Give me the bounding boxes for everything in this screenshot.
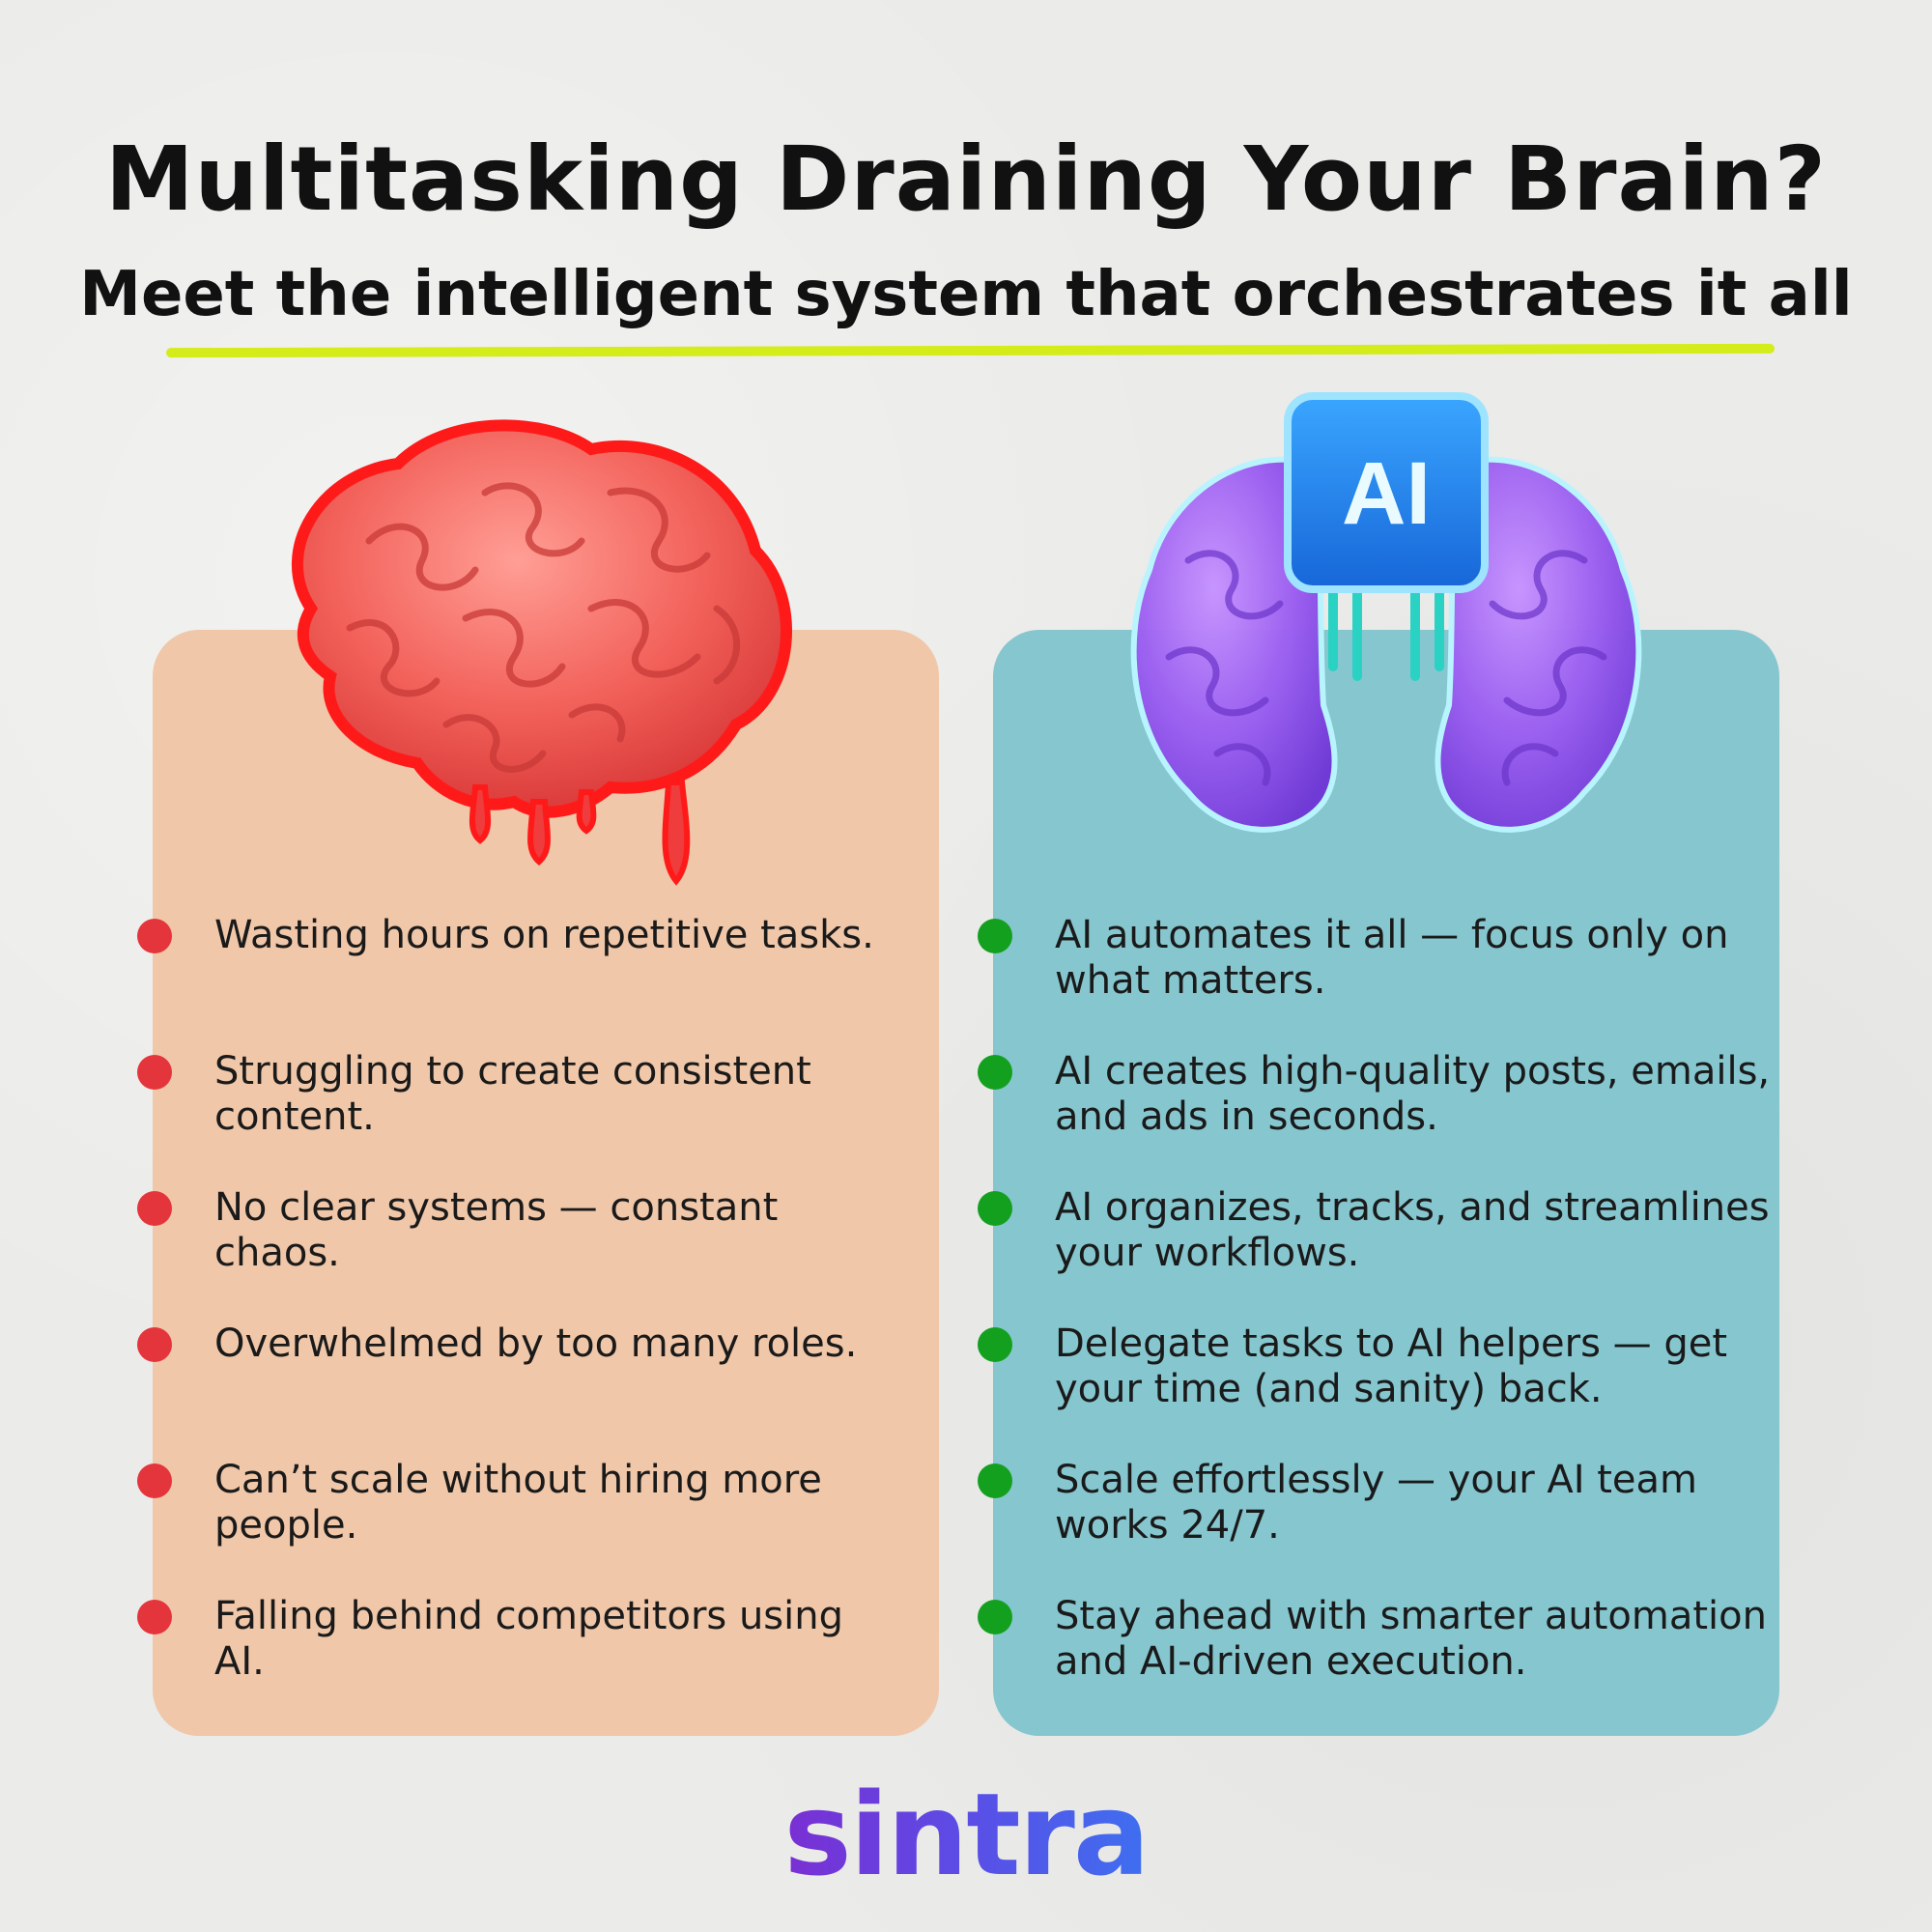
bullet-dot [978,1463,1012,1498]
bullet-dot [978,1600,1012,1634]
list-item: Struggling to create consistent content. [137,1049,891,1140]
list-item-text: No clear systems — constant chaos. [214,1185,779,1275]
bullet-dot [137,1600,172,1634]
list-item: Delegate tasks to AI helpers — get your … [978,1321,1779,1412]
list-item-text: Stay ahead with smarter automation and A… [1055,1594,1767,1684]
list-item: No clear systems — constant chaos. [137,1185,891,1276]
list-item-text: Scale effortlessly — your AI team works … [1055,1458,1698,1548]
page-subtitle: Meet the intelligent system that orchest… [79,259,1853,330]
list-item-text: Delegate tasks to AI helpers — get your … [1055,1321,1728,1411]
melting-brain-icon [291,419,793,886]
page-title: Multitasking Draining Your Brain? [104,128,1828,231]
list-item-text: Can’t scale without hiring more people. [214,1458,822,1548]
bullet-dot [137,919,172,953]
bullet-dot [978,1191,1012,1226]
list-item-text: Wasting hours on repetitive tasks. [214,913,874,957]
list-item: Can’t scale without hiring more people. [137,1458,891,1548]
ai-chip-label: AI [1342,444,1431,543]
list-item: Wasting hours on repetitive tasks. [137,913,891,958]
bullet-dot [978,1327,1012,1362]
brand-logo-text: sintra [783,1768,1151,1901]
list-item: Stay ahead with smarter automation and A… [978,1594,1779,1685]
list-item: AI automates it all — focus only on what… [978,913,1779,1004]
list-item-text: Overwhelmed by too many roles. [214,1321,858,1366]
bullet-dot [137,1327,172,1362]
list-item-text: AI organizes, tracks, and streamlines yo… [1055,1185,1770,1275]
list-item: Overwhelmed by too many roles. [137,1321,891,1367]
bullet-dot [137,1191,172,1226]
brand-logo: sintra [0,1768,1932,1901]
list-item: Scale effortlessly — your AI team works … [978,1458,1779,1548]
bullet-dot [137,1055,172,1090]
ai-brain-icon: AI [1130,392,1642,833]
list-item-text: Falling behind competitors using AI. [214,1594,843,1684]
list-item-text: Struggling to create consistent content. [214,1049,811,1139]
solutions-panel [993,630,1779,1736]
list-item: AI creates high-quality posts, emails, a… [978,1049,1779,1140]
list-item: Falling behind competitors using AI. [137,1594,891,1685]
bullet-dot [137,1463,172,1498]
list-item-text: AI automates it all — focus only on what… [1055,913,1729,1003]
list-item: AI organizes, tracks, and streamlines yo… [978,1185,1779,1276]
list-item-text: AI creates high-quality posts, emails, a… [1055,1049,1771,1139]
bullet-dot [978,1055,1012,1090]
bullet-dot [978,919,1012,953]
